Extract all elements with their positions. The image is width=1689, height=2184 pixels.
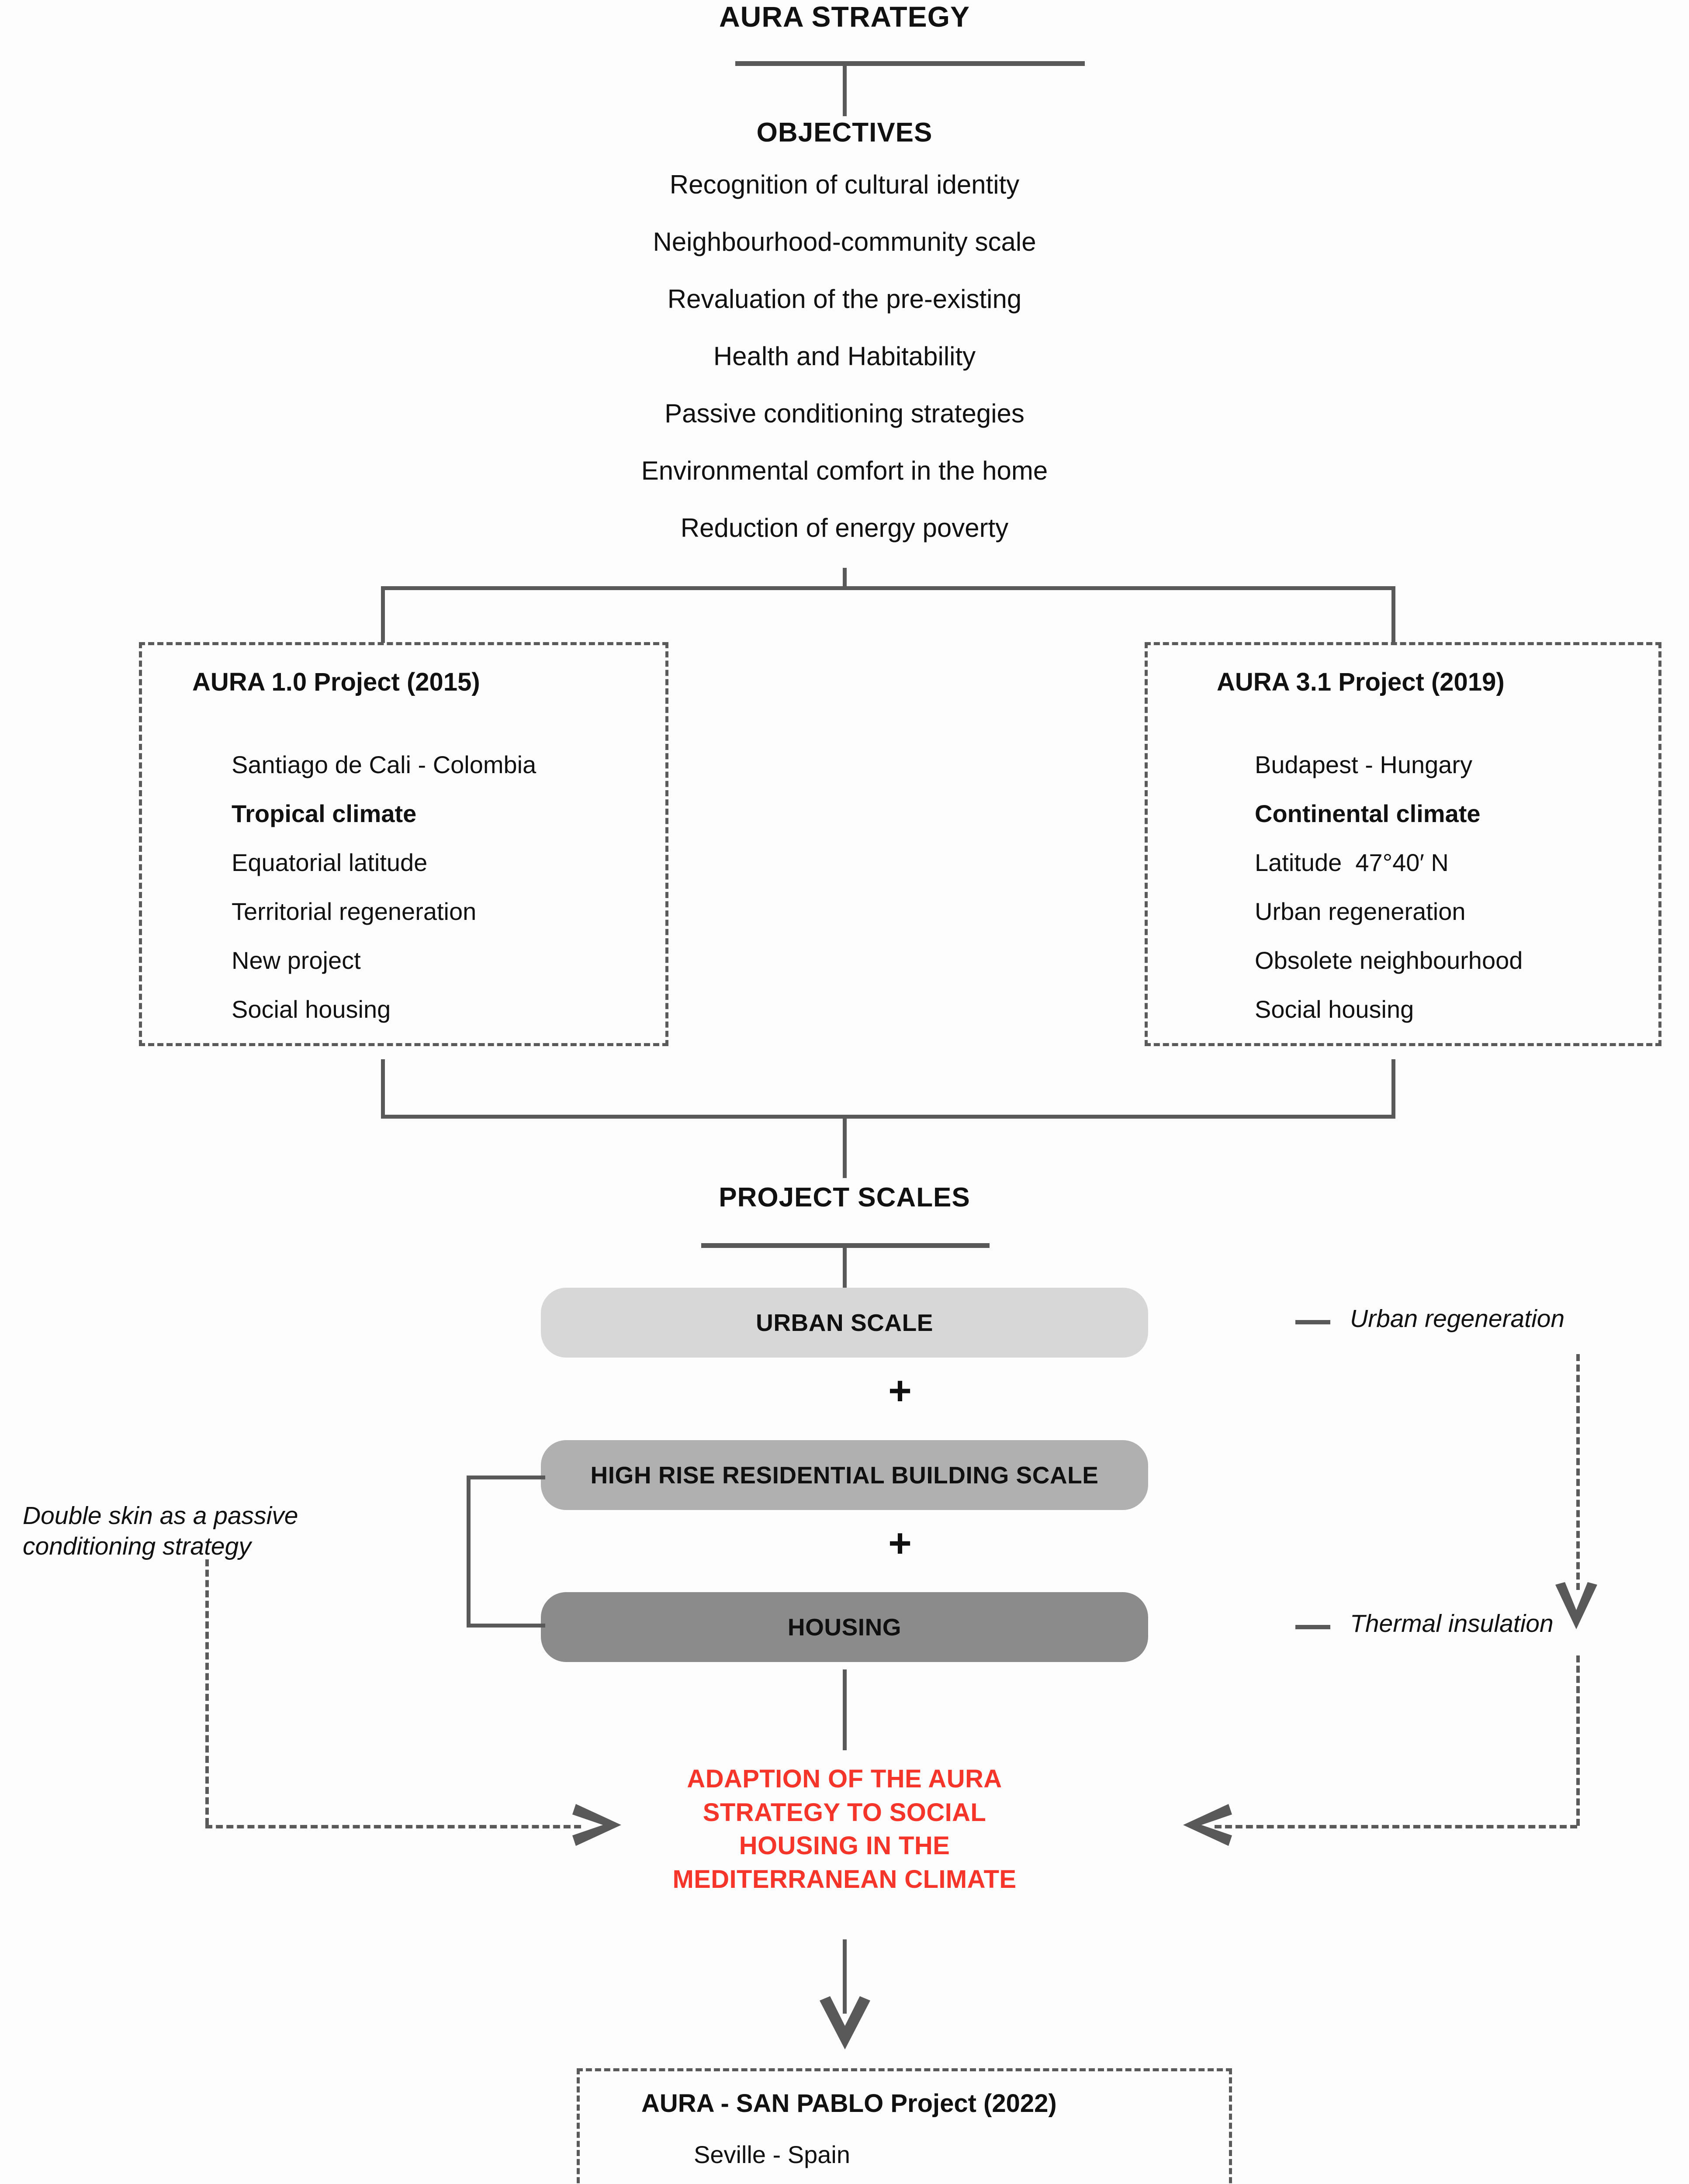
merge-riser-right <box>1391 1059 1395 1118</box>
project-box-aura-1-0 <box>139 642 668 1046</box>
project-box-right-item-3: Latitude 47°40′ N <box>1255 849 1449 876</box>
urban-annotation-tick <box>1295 1320 1330 1324</box>
project-box-left-item-4: Territorial regeneration <box>232 898 477 925</box>
arrowhead-down-center <box>820 1996 870 2049</box>
housing-to-conclusion-stem <box>843 1669 847 1750</box>
scale-bar-urban-label: URBAN SCALE <box>756 1309 933 1336</box>
project-box-left-item-3: Equatorial latitude <box>232 849 428 876</box>
project-box-bottom-item-1: Seville - Spain <box>694 2141 850 2168</box>
arrowhead-right <box>572 1804 621 1846</box>
project-box-aura-3-1 <box>1145 642 1661 1046</box>
objective-item-7: Reduction of energy poverty <box>680 513 1009 543</box>
project-box-left-item-6: Social housing <box>232 995 391 1023</box>
split-drop-left <box>381 586 385 643</box>
page-title: AURA STRATEGY <box>719 0 970 33</box>
strategy-to-objectives-connector <box>843 66 847 116</box>
merge-bar <box>381 1115 1395 1119</box>
annotation-thermal-insulation: Thermal insulation <box>1350 1610 1554 1638</box>
dashed-link-left-down <box>205 1559 209 1825</box>
split-drop-right <box>1391 586 1395 643</box>
left-bracket-vertical <box>467 1476 471 1628</box>
thermal-annotation-tick <box>1295 1625 1330 1629</box>
project-scales-stem <box>843 1248 847 1313</box>
merge-stem <box>843 1115 847 1178</box>
project-scales-underline <box>701 1243 990 1248</box>
objectives-title: OBJECTIVES <box>756 117 933 148</box>
scale-bar-urban[interactable]: URBAN SCALE <box>541 1288 1148 1358</box>
objectives-split-bar <box>381 586 1395 590</box>
annotation-urban-regeneration: Urban regeneration <box>1350 1305 1565 1333</box>
conclusion-text: ADAPTION OF THE AURA STRATEGY TO SOCIAL … <box>672 1765 1017 1894</box>
dashed-link-left-to-conclusion <box>205 1825 581 1828</box>
project-box-right-item-1: Budapest - Hungary <box>1255 751 1473 778</box>
plus-operator-2: + <box>888 1521 912 1565</box>
project-box-bottom-title: AURA - SAN PABLO Project (2022) <box>641 2089 1057 2118</box>
scale-bar-housing-label: HOUSING <box>787 1614 902 1641</box>
project-box-aura-san-pablo <box>577 2068 1232 2184</box>
objective-item-1: Recognition of cultural identity <box>669 170 1020 199</box>
scale-bar-high-rise-label: HIGH RISE RESIDENTIAL BUILDING SCALE <box>590 1462 1099 1489</box>
project-box-right-title: AURA 3.1 Project (2019) <box>1217 668 1505 696</box>
project-box-right-item-6: Social housing <box>1255 995 1414 1023</box>
dashed-link-thermal-down <box>1576 1655 1580 1826</box>
arrowhead-down-right <box>1555 1582 1597 1629</box>
strategy-underline <box>735 61 1085 66</box>
left-bracket-top-arm <box>467 1476 545 1479</box>
plus-operator-1: + <box>888 1368 912 1413</box>
scale-bar-high-rise[interactable]: HIGH RISE RESIDENTIAL BUILDING SCALE <box>541 1440 1148 1510</box>
dashed-link-right-to-conclusion <box>1215 1825 1577 1828</box>
project-box-right-item-5: Obsolete neighbourhood <box>1255 947 1523 974</box>
merge-riser-left <box>381 1059 385 1118</box>
objective-item-4: Health and Habitability <box>713 342 976 371</box>
project-box-right-item-2: Continental climate <box>1255 800 1481 827</box>
objective-item-2: Neighbourhood-community scale <box>653 227 1036 256</box>
annotation-double-skin: Double skin as a passive conditioning st… <box>23 1502 298 1560</box>
scale-bar-housing[interactable]: HOUSING <box>541 1592 1148 1662</box>
objectives-stem <box>843 568 847 590</box>
project-box-right-item-4: Urban regeneration <box>1255 898 1466 925</box>
project-box-left-item-2: Tropical climate <box>232 800 417 827</box>
project-scales-title: PROJECT SCALES <box>719 1182 970 1213</box>
dashed-link-urban-to-thermal <box>1576 1354 1580 1590</box>
objective-item-6: Environmental comfort in the home <box>641 456 1048 485</box>
objective-item-5: Passive conditioning strategies <box>665 399 1024 428</box>
objective-item-3: Revaluation of the pre-existing <box>667 284 1022 314</box>
left-bracket-bottom-arm <box>467 1624 545 1628</box>
project-box-left-item-5: New project <box>232 947 361 974</box>
project-box-left-item-1: Santiago de Cali - Colombia <box>232 751 536 778</box>
project-box-left-title: AURA 1.0 Project (2015) <box>192 668 480 696</box>
conclusion-to-box-stem <box>843 1939 847 2014</box>
arrowhead-left <box>1183 1804 1232 1846</box>
